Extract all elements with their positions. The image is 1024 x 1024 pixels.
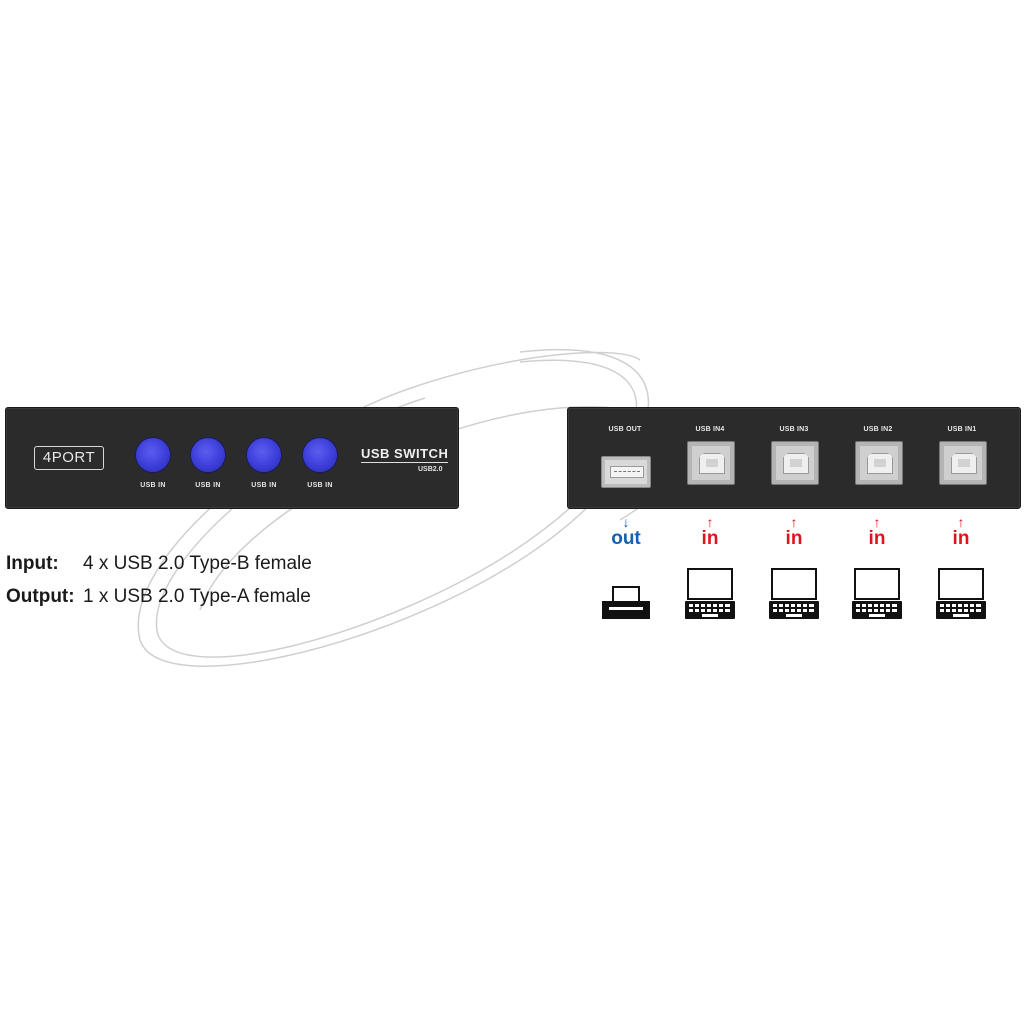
usb-type-b-port-1[interactable] [939, 441, 987, 485]
arrow-down-icon: ↓ [622, 514, 630, 530]
direction-in: ↑ in [774, 515, 814, 549]
usb-type-a-port[interactable] [601, 456, 651, 488]
port-count-badge: 4PORT [34, 446, 104, 470]
laptop-icon [852, 568, 902, 619]
spec-output-label: Output: [6, 586, 75, 607]
button-label: USB IN [140, 482, 166, 489]
arrow-up-icon: ↑ [957, 514, 965, 530]
laptop-icon [685, 568, 735, 619]
select-button-1[interactable] [136, 438, 170, 472]
direction-in: ↑ in [690, 515, 730, 549]
laptop-icon [769, 568, 819, 619]
spec-input-label: Input: [6, 553, 59, 574]
usb-type-b-port-3[interactable] [771, 441, 819, 485]
usb-type-b-port-2[interactable] [855, 441, 903, 485]
select-button-4[interactable] [303, 438, 337, 472]
device-version: USB2.0 [418, 466, 443, 473]
arrow-up-icon: ↑ [873, 514, 881, 530]
button-label: USB IN [195, 482, 221, 489]
direction-out: ↓ out [606, 515, 646, 549]
port-label-usb-in1: USB IN1 [947, 426, 977, 433]
button-label: USB IN [307, 482, 333, 489]
laptop-icon [936, 568, 986, 619]
usb-type-b-port-4[interactable] [687, 441, 735, 485]
spec-output-value: 1 x USB 2.0 Type-A female [83, 586, 311, 607]
arrow-up-icon: ↑ [706, 514, 714, 530]
back-panel: USB OUT USB IN4 USB IN3 USB IN2 USB IN1 [567, 407, 1021, 509]
direction-in: ↑ in [941, 515, 981, 549]
port-label-usb-in4: USB IN4 [695, 426, 725, 433]
select-button-3[interactable] [247, 438, 281, 472]
spec-input-value: 4 x USB 2.0 Type-B female [83, 553, 312, 574]
port-label-usb-out: USB OUT [608, 426, 642, 433]
select-button-2[interactable] [191, 438, 225, 472]
button-label: USB IN [251, 482, 277, 489]
spec-input: Input: 4 x USB 2.0 Type-B female [6, 553, 312, 575]
printer-icon [602, 586, 650, 619]
port-label-usb-in3: USB IN3 [779, 426, 809, 433]
device-title: USB SWITCH [361, 446, 449, 463]
front-panel: 4PORT USB IN USB IN USB IN USB IN USB SW… [5, 407, 459, 509]
port-label-usb-in2: USB IN2 [863, 426, 893, 433]
direction-in: ↑ in [857, 515, 897, 549]
spec-output: Output: 1 x USB 2.0 Type-A female [6, 586, 311, 608]
arrow-up-icon: ↑ [790, 514, 798, 530]
